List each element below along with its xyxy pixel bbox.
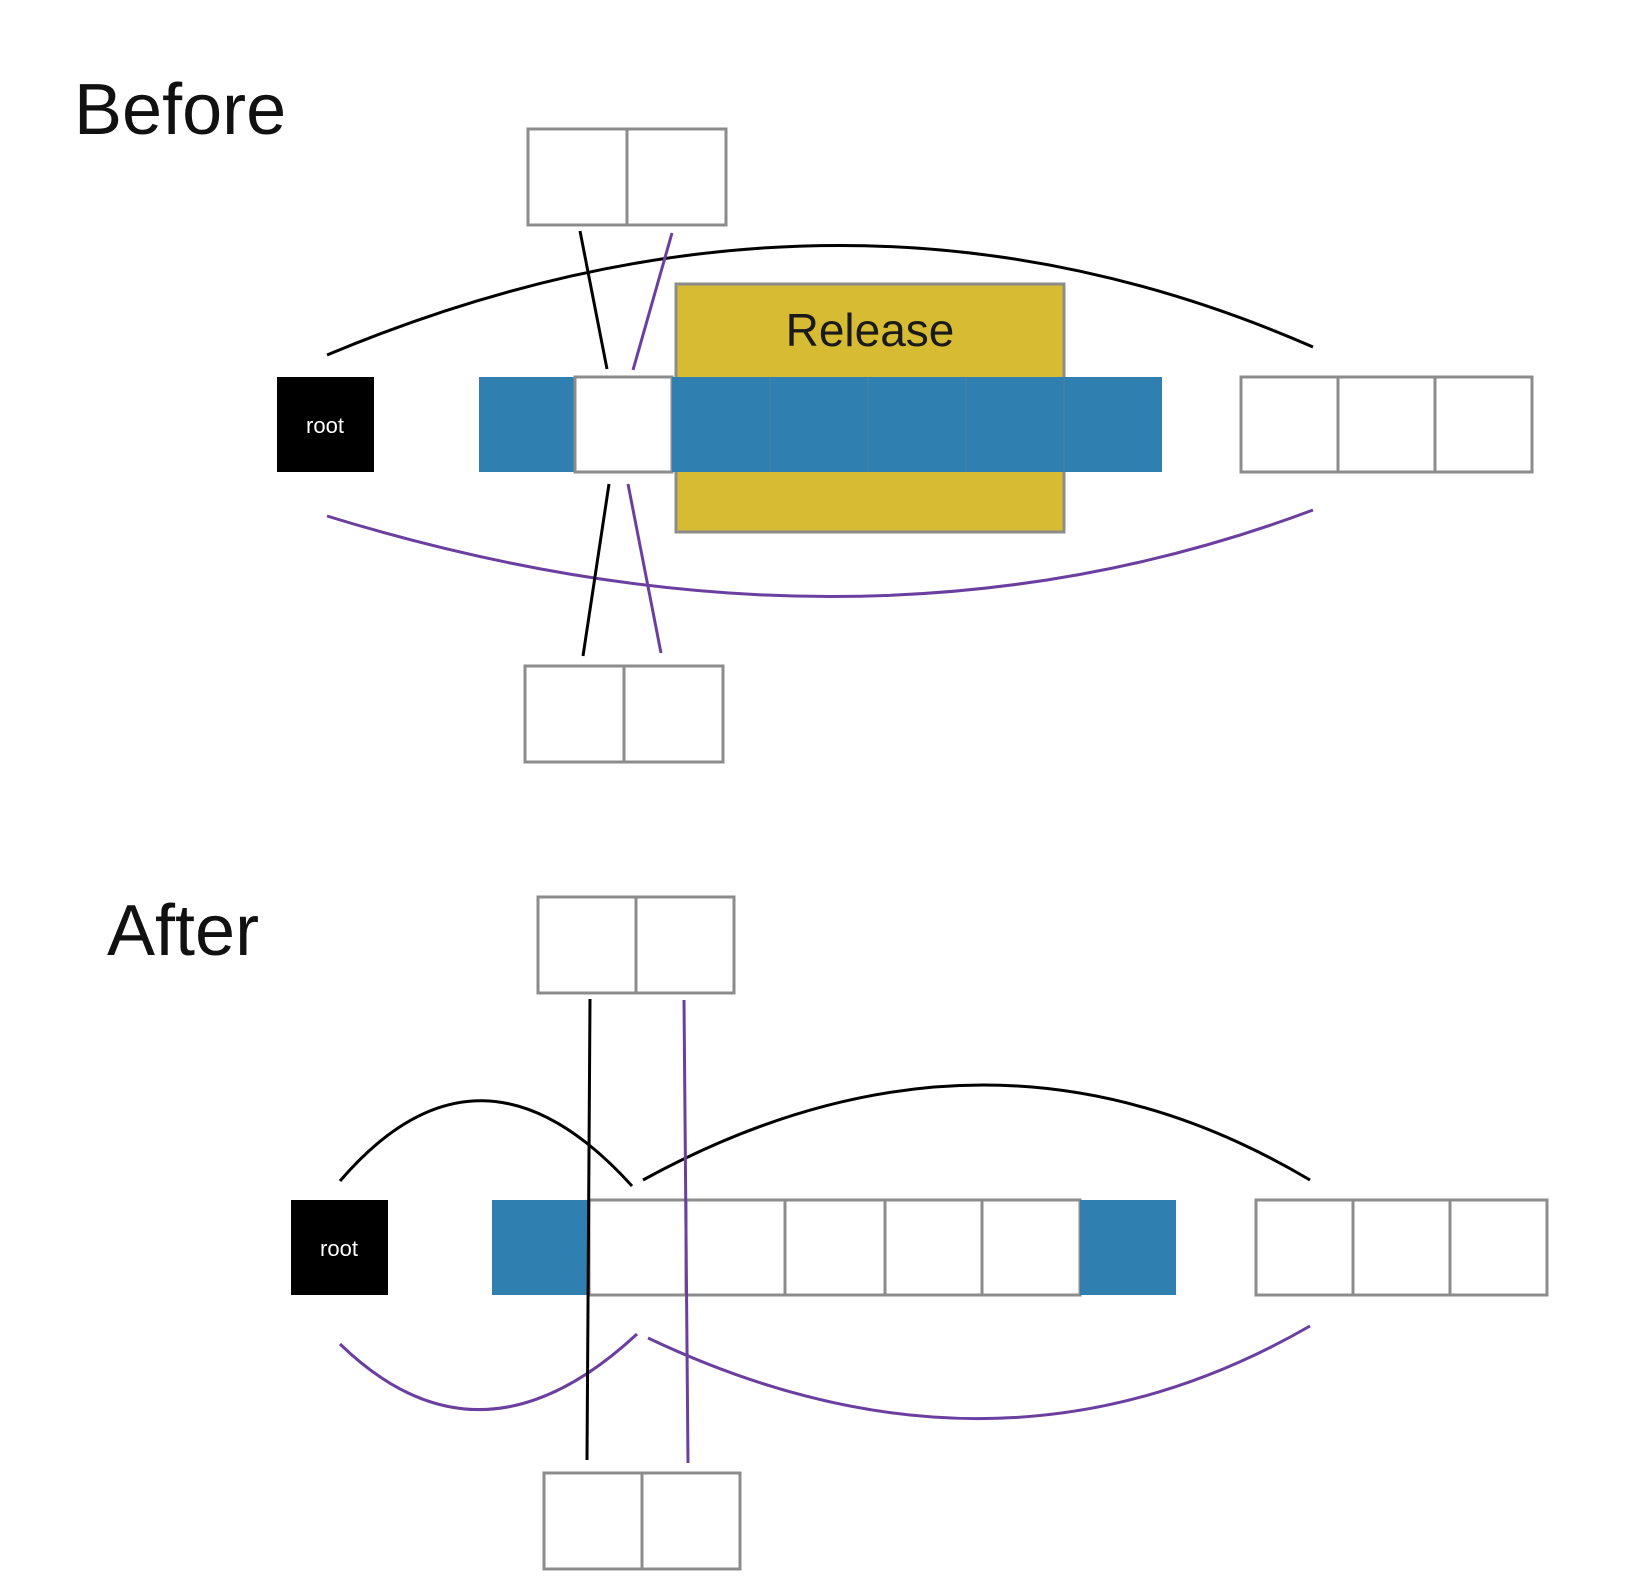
prev-link <box>626 483 663 654</box>
neighbor-cell <box>622 664 725 764</box>
used-cell <box>1080 1200 1176 1295</box>
root-node <box>291 1200 388 1295</box>
free-cell <box>783 1198 887 1297</box>
release-label: Release <box>786 304 955 356</box>
neighbor-cell <box>625 127 728 227</box>
next-link <box>642 1083 1311 1182</box>
next-link <box>326 243 1314 357</box>
free-cell <box>1433 375 1534 474</box>
root-label: root <box>320 1236 358 1261</box>
before-heading: Before <box>74 70 286 150</box>
released-cell <box>868 377 966 472</box>
root-label: root <box>306 413 344 438</box>
free-cell <box>573 375 674 474</box>
free-cell <box>980 1198 1082 1297</box>
neighbor-cell <box>526 127 629 227</box>
after-panel: After root <box>107 891 1549 1571</box>
neighbor-cell <box>536 895 638 995</box>
next-link <box>585 998 592 1461</box>
released-cell <box>672 377 770 472</box>
free-cell <box>1336 375 1437 474</box>
released-cell <box>770 377 868 472</box>
prev-link <box>682 999 690 1464</box>
used-cell <box>479 377 575 472</box>
released-cell <box>966 377 1064 472</box>
next-link <box>578 230 609 370</box>
before-panel: Before Release root <box>74 70 1534 764</box>
free-cell <box>1254 1198 1355 1297</box>
used-cell <box>492 1200 589 1295</box>
free-cell <box>684 1198 787 1297</box>
used-cell <box>1064 377 1162 472</box>
prev-link <box>338 1332 639 1411</box>
neighbor-cell <box>634 895 736 995</box>
after-heading: After <box>107 891 259 971</box>
prev-link <box>647 1324 1311 1421</box>
next-link <box>338 1099 634 1188</box>
neighbor-cell <box>542 1471 644 1571</box>
prev-link <box>631 232 674 371</box>
free-cell <box>587 1198 688 1297</box>
prev-link <box>326 508 1314 598</box>
free-cell <box>1448 1198 1549 1297</box>
root-node <box>277 377 374 472</box>
neighbor-cell <box>640 1471 742 1571</box>
cell-dividers <box>769 377 1065 472</box>
free-cell <box>1239 375 1340 474</box>
neighbor-cell <box>523 664 626 764</box>
free-cell <box>1351 1198 1452 1297</box>
free-cell <box>883 1198 984 1297</box>
next-link <box>581 483 611 657</box>
